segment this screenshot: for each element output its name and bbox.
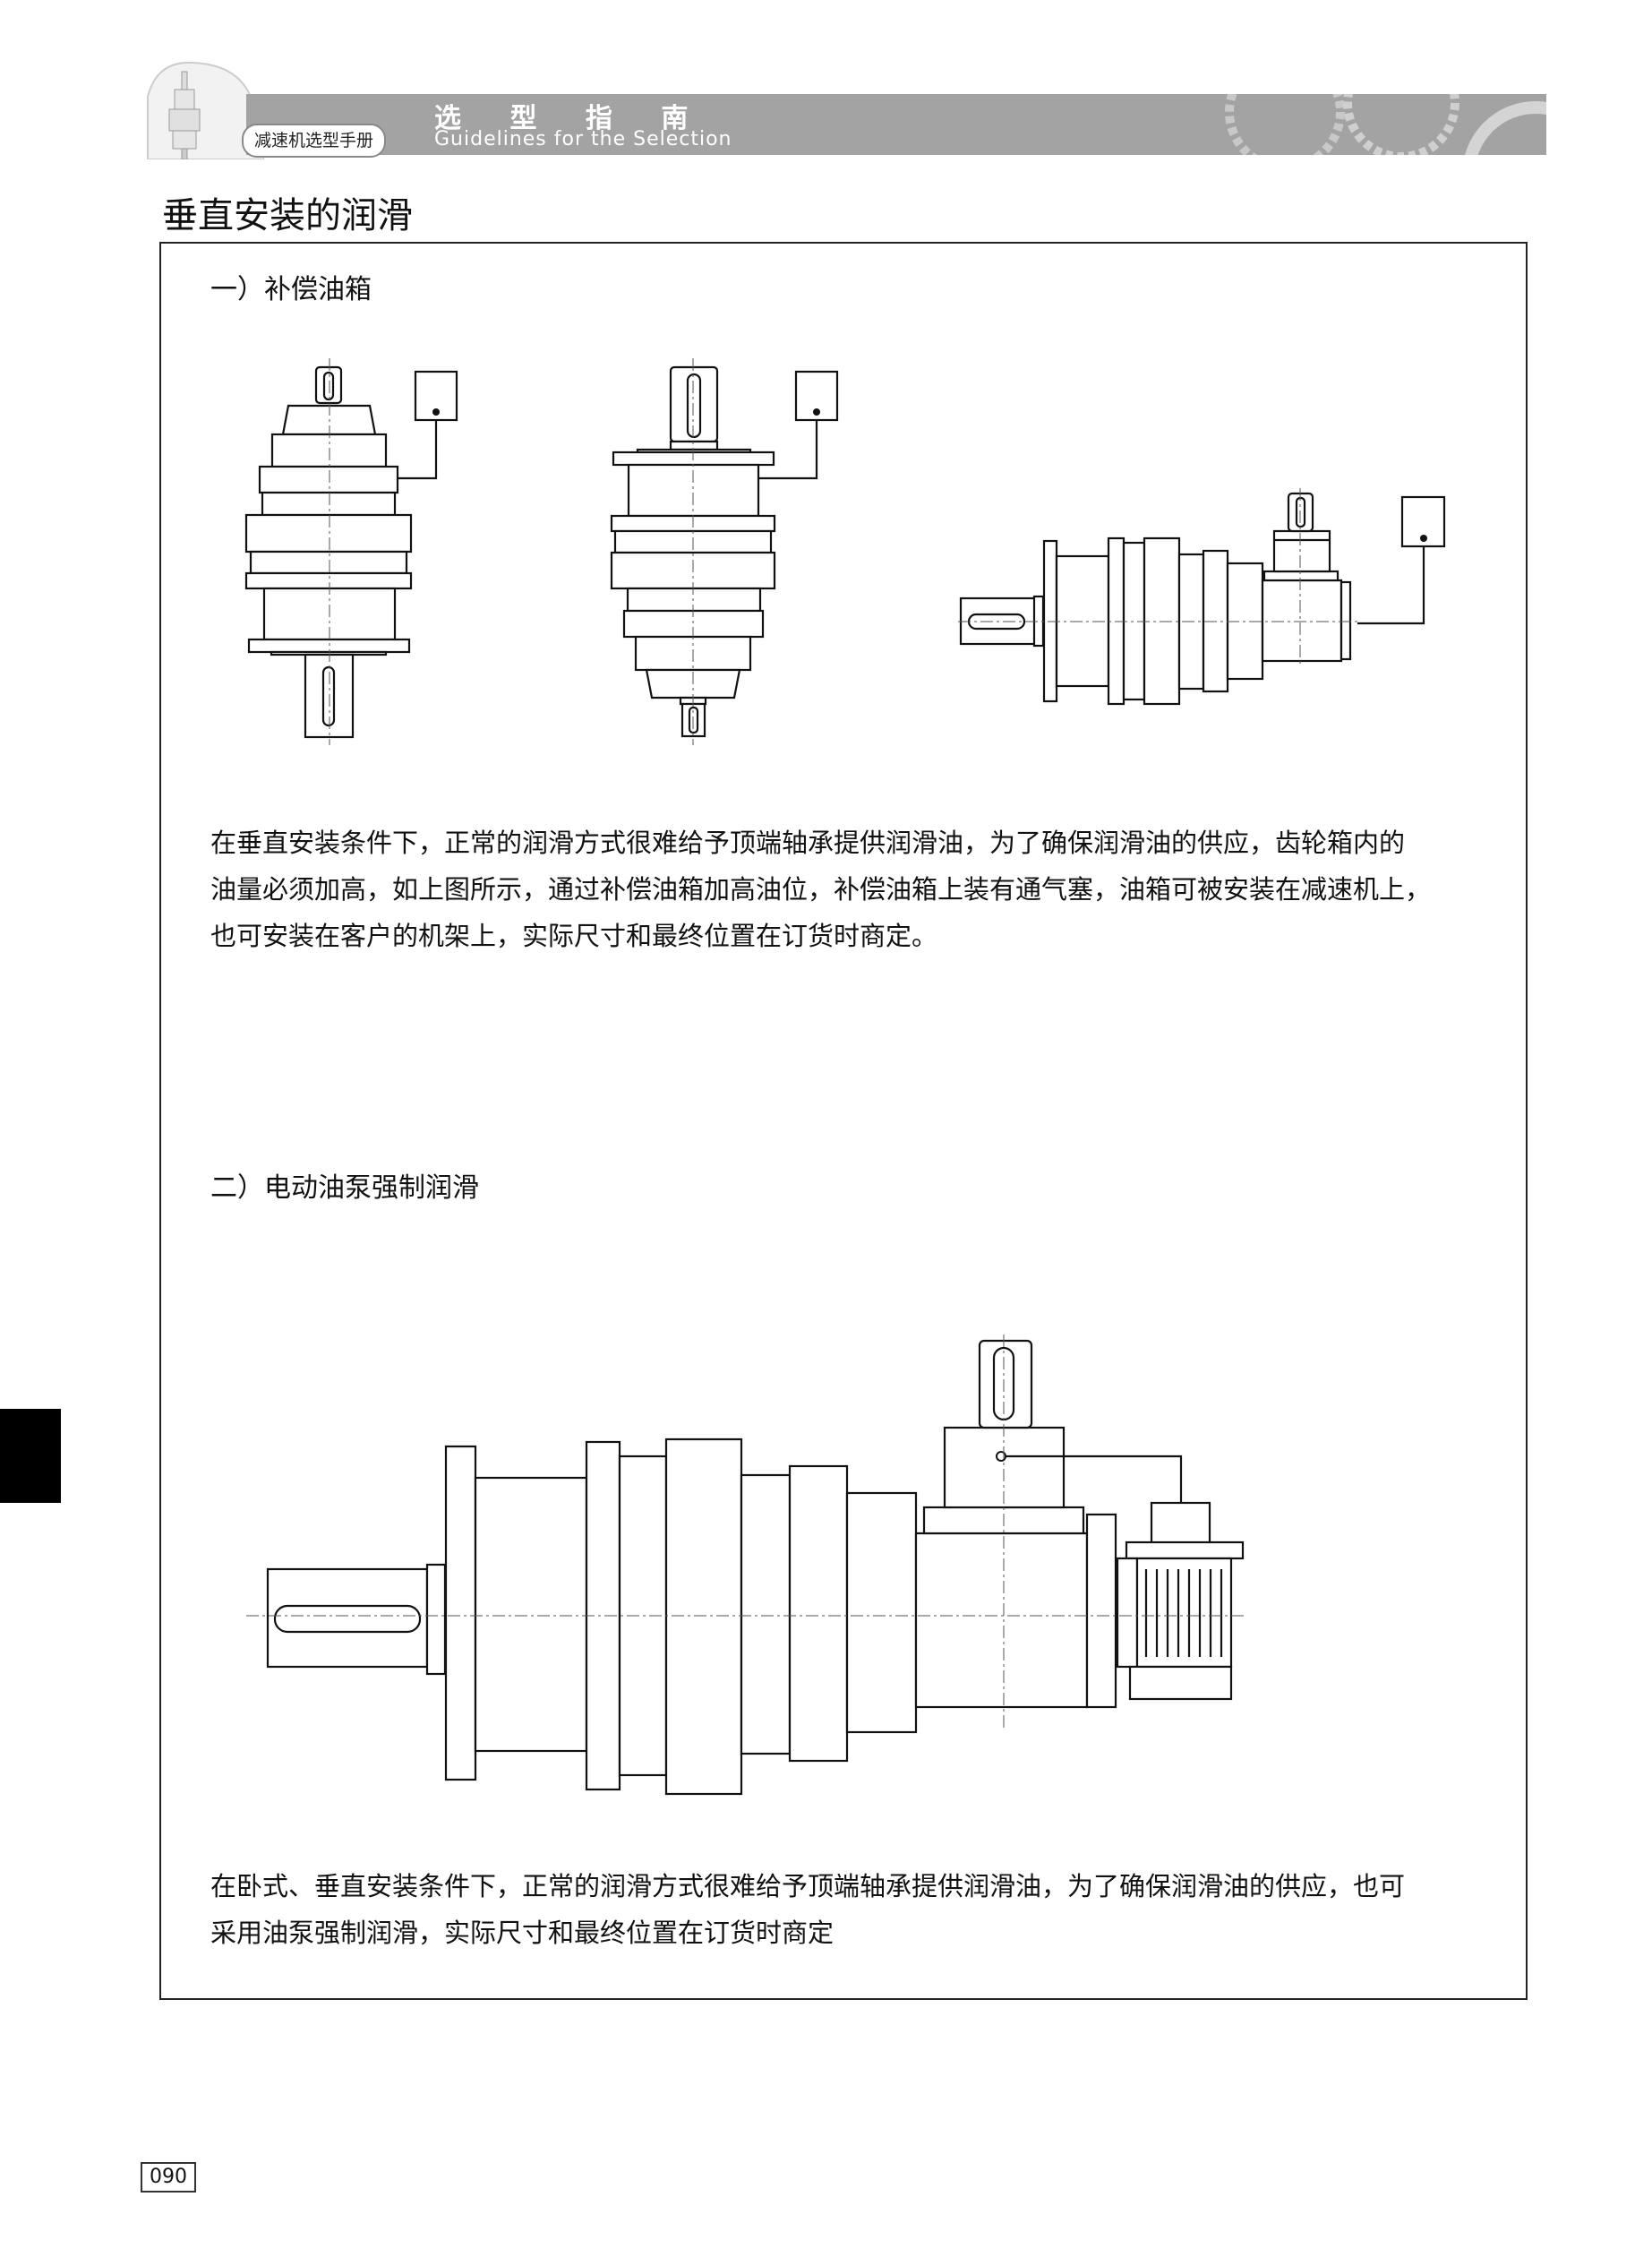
gear-decoration-icon — [1225, 94, 1546, 155]
paragraph-line: 采用油泵强制润滑，实际尺寸和最终位置在订货时商定 — [210, 1918, 835, 1948]
section-heading-forced-lubrication: 二）电动油泵强制润滑 — [210, 1172, 479, 1204]
gear-reducer-logo — [147, 61, 264, 159]
manual-name-badge: 减速机选型手册 — [242, 124, 387, 158]
drawing-forced-lubrication-reducer — [246, 1334, 1245, 1796]
content-frame — [159, 242, 1528, 2000]
chapter-side-tab — [0, 1409, 61, 1503]
drawing-vertical-reducer-1 — [244, 358, 458, 745]
header-band: 选 型 指 南 Guidelines for the Selection — [246, 94, 1546, 155]
drawing-horizontal-reducer — [958, 488, 1446, 706]
drawing-vertical-reducer-2 — [610, 358, 839, 745]
header-title-cn: 选 型 指 南 — [434, 103, 708, 134]
page-title: 垂直安装的润滑 — [162, 195, 413, 236]
paragraph-line: 油量必须加高，如上图所示，通过补偿油箱加高油位，补偿油箱上装有通气塞，油箱可被安… — [210, 874, 1432, 905]
page-number: 090 — [141, 2162, 196, 2193]
paragraph-line: 在卧式、垂直安装条件下，正常的润滑方式很难给予顶端轴承提供润滑油，为了确保润滑油… — [210, 1871, 1406, 1901]
header-title-en: Guidelines for the Selection — [434, 128, 732, 150]
section-heading-compensation-tank: 一）补偿油箱 — [210, 274, 372, 305]
paragraph-line: 在垂直安装条件下，正常的润滑方式很难给予顶端轴承提供润滑油，为了确保润滑油的供应… — [210, 828, 1406, 858]
paragraph-line: 也可安装在客户的机架上，实际尺寸和最终位置在订货时商定。 — [210, 921, 938, 951]
